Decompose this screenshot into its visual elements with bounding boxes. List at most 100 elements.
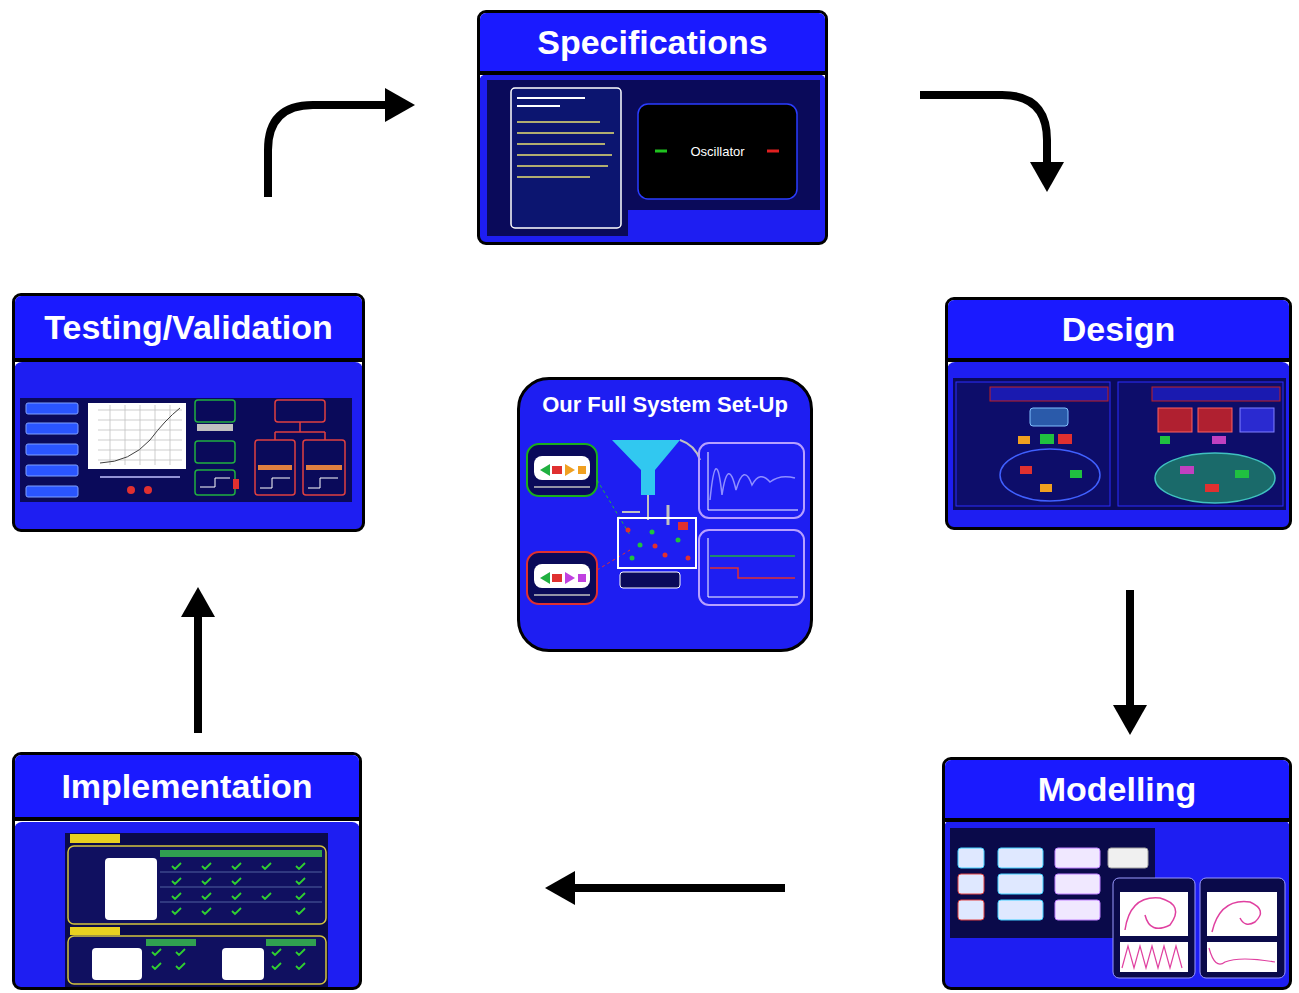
- component-label: Oscillator: [690, 144, 744, 159]
- illustration-rect: [638, 104, 797, 199]
- illustration-path: [708, 452, 798, 510]
- illustration-polygon: [612, 440, 680, 495]
- illustration-ellipse: [1155, 453, 1275, 503]
- illustration-rect: [552, 466, 562, 474]
- illustration-rect: [1018, 436, 1030, 444]
- illustration-rect: [222, 948, 264, 980]
- illustration-path: [1125, 898, 1176, 930]
- illustration-rect: [14, 822, 360, 988]
- illustration-rect: [534, 456, 590, 480]
- illustration-line: [160, 872, 322, 873]
- illustration-rect: [1152, 387, 1280, 401]
- illustration-rect: [527, 552, 597, 604]
- system-setup-illustration: [518, 378, 812, 651]
- panel-header: Implementation: [61, 767, 312, 806]
- illustration-rect: [990, 387, 1108, 401]
- panel-header: Testing/Validation: [44, 308, 332, 347]
- illustration-line: [517, 143, 605, 145]
- illustration-rect: [70, 927, 120, 935]
- illustration-rect: [306, 465, 342, 470]
- illustration-circle: [686, 556, 691, 561]
- illustration-rect: [88, 403, 186, 469]
- illustration-path: [98, 405, 182, 465]
- illustration-path: [540, 464, 550, 476]
- illustration-rect: [26, 423, 78, 434]
- arrow-head: [181, 587, 215, 617]
- illustration-rect: [1158, 408, 1192, 432]
- cycle-arrow: [920, 95, 1047, 170]
- illustration-rect: [1240, 408, 1274, 432]
- illustration-rect: [1205, 484, 1219, 492]
- illustration-rect: [1160, 436, 1170, 444]
- illustration-rect: [197, 424, 233, 431]
- illustration-line: [767, 150, 779, 153]
- stage-panel: Specifications: [477, 10, 828, 245]
- illustration-rect: [1030, 408, 1068, 426]
- illustration-line: [534, 486, 590, 488]
- panel-title-area: Our Full System Set-Up: [520, 380, 810, 418]
- illustration-path: [260, 478, 338, 488]
- illustration-path: [667, 505, 670, 525]
- illustration-rect: [479, 74, 826, 243]
- illustration-rect: [1180, 466, 1194, 474]
- panel-header: Modelling: [1038, 770, 1197, 809]
- illustration-path: [710, 469, 795, 500]
- illustration-rect: [1200, 878, 1285, 978]
- modelling-thumbnail: [944, 820, 1290, 988]
- illustration-rect: [944, 820, 1290, 988]
- panel-header-bar: Design: [948, 300, 1289, 362]
- illustration-line: [710, 555, 795, 557]
- illustration-rect: [1020, 466, 1032, 474]
- illustration-rect: [1113, 878, 1195, 978]
- illustration-line: [517, 105, 560, 107]
- illustration-rect: [275, 400, 325, 422]
- illustration-rect: [195, 400, 235, 422]
- illustration-path: [100, 408, 180, 463]
- illustration-rect: [618, 518, 696, 568]
- illustration-rect: [26, 403, 78, 414]
- arrow-head: [1113, 705, 1147, 735]
- illustration-path: [1212, 902, 1260, 932]
- illustration-line: [517, 132, 614, 134]
- illustration-rect: [953, 378, 1286, 510]
- illustration-rect: [20, 398, 352, 502]
- illustration-circle: [638, 543, 643, 548]
- illustration-rect: [1120, 942, 1188, 972]
- arrow-head: [545, 871, 575, 905]
- illustration-line: [517, 97, 585, 99]
- illustration-rect: [487, 80, 820, 236]
- illustration-rect: [105, 858, 157, 920]
- illustration-line: [160, 887, 322, 888]
- illustration-rect: [195, 441, 235, 463]
- cycle-arrow: [1126, 590, 1134, 713]
- illustration-line: [517, 154, 612, 156]
- illustration-circle: [663, 553, 668, 558]
- illustration-rect: [303, 440, 345, 495]
- illustration-rect: [998, 900, 1043, 920]
- illustration-rect: [1207, 892, 1277, 936]
- cycle-arrow: [268, 105, 393, 197]
- illustration-rect: [511, 88, 621, 228]
- design-thumbnail: [947, 362, 1290, 528]
- panel-header: Design: [1062, 310, 1175, 349]
- illustration-circle: [676, 538, 681, 543]
- illustration-line: [655, 150, 667, 153]
- illustration-rect: [527, 444, 597, 496]
- illustration-rect: [1058, 434, 1072, 444]
- illustration-rect: [678, 522, 688, 530]
- illustration-path: [710, 568, 795, 578]
- illustration-path: [200, 478, 230, 487]
- illustration-rect: [26, 486, 78, 497]
- panel-header-bar: Implementation: [15, 755, 359, 821]
- illustration-rect: [68, 936, 326, 984]
- illustration-rect: [1212, 436, 1226, 444]
- illustration-rect: [160, 850, 322, 857]
- illustration-rect: [1235, 470, 1249, 478]
- illustration-rect: [998, 848, 1043, 868]
- illustration-rect: [578, 574, 586, 582]
- stage-panel: Implementation: [12, 752, 362, 990]
- system-panel: Our Full System Set-Up: [517, 377, 813, 652]
- illustration-rect: [1118, 382, 1283, 506]
- illustration-line: [647, 495, 649, 520]
